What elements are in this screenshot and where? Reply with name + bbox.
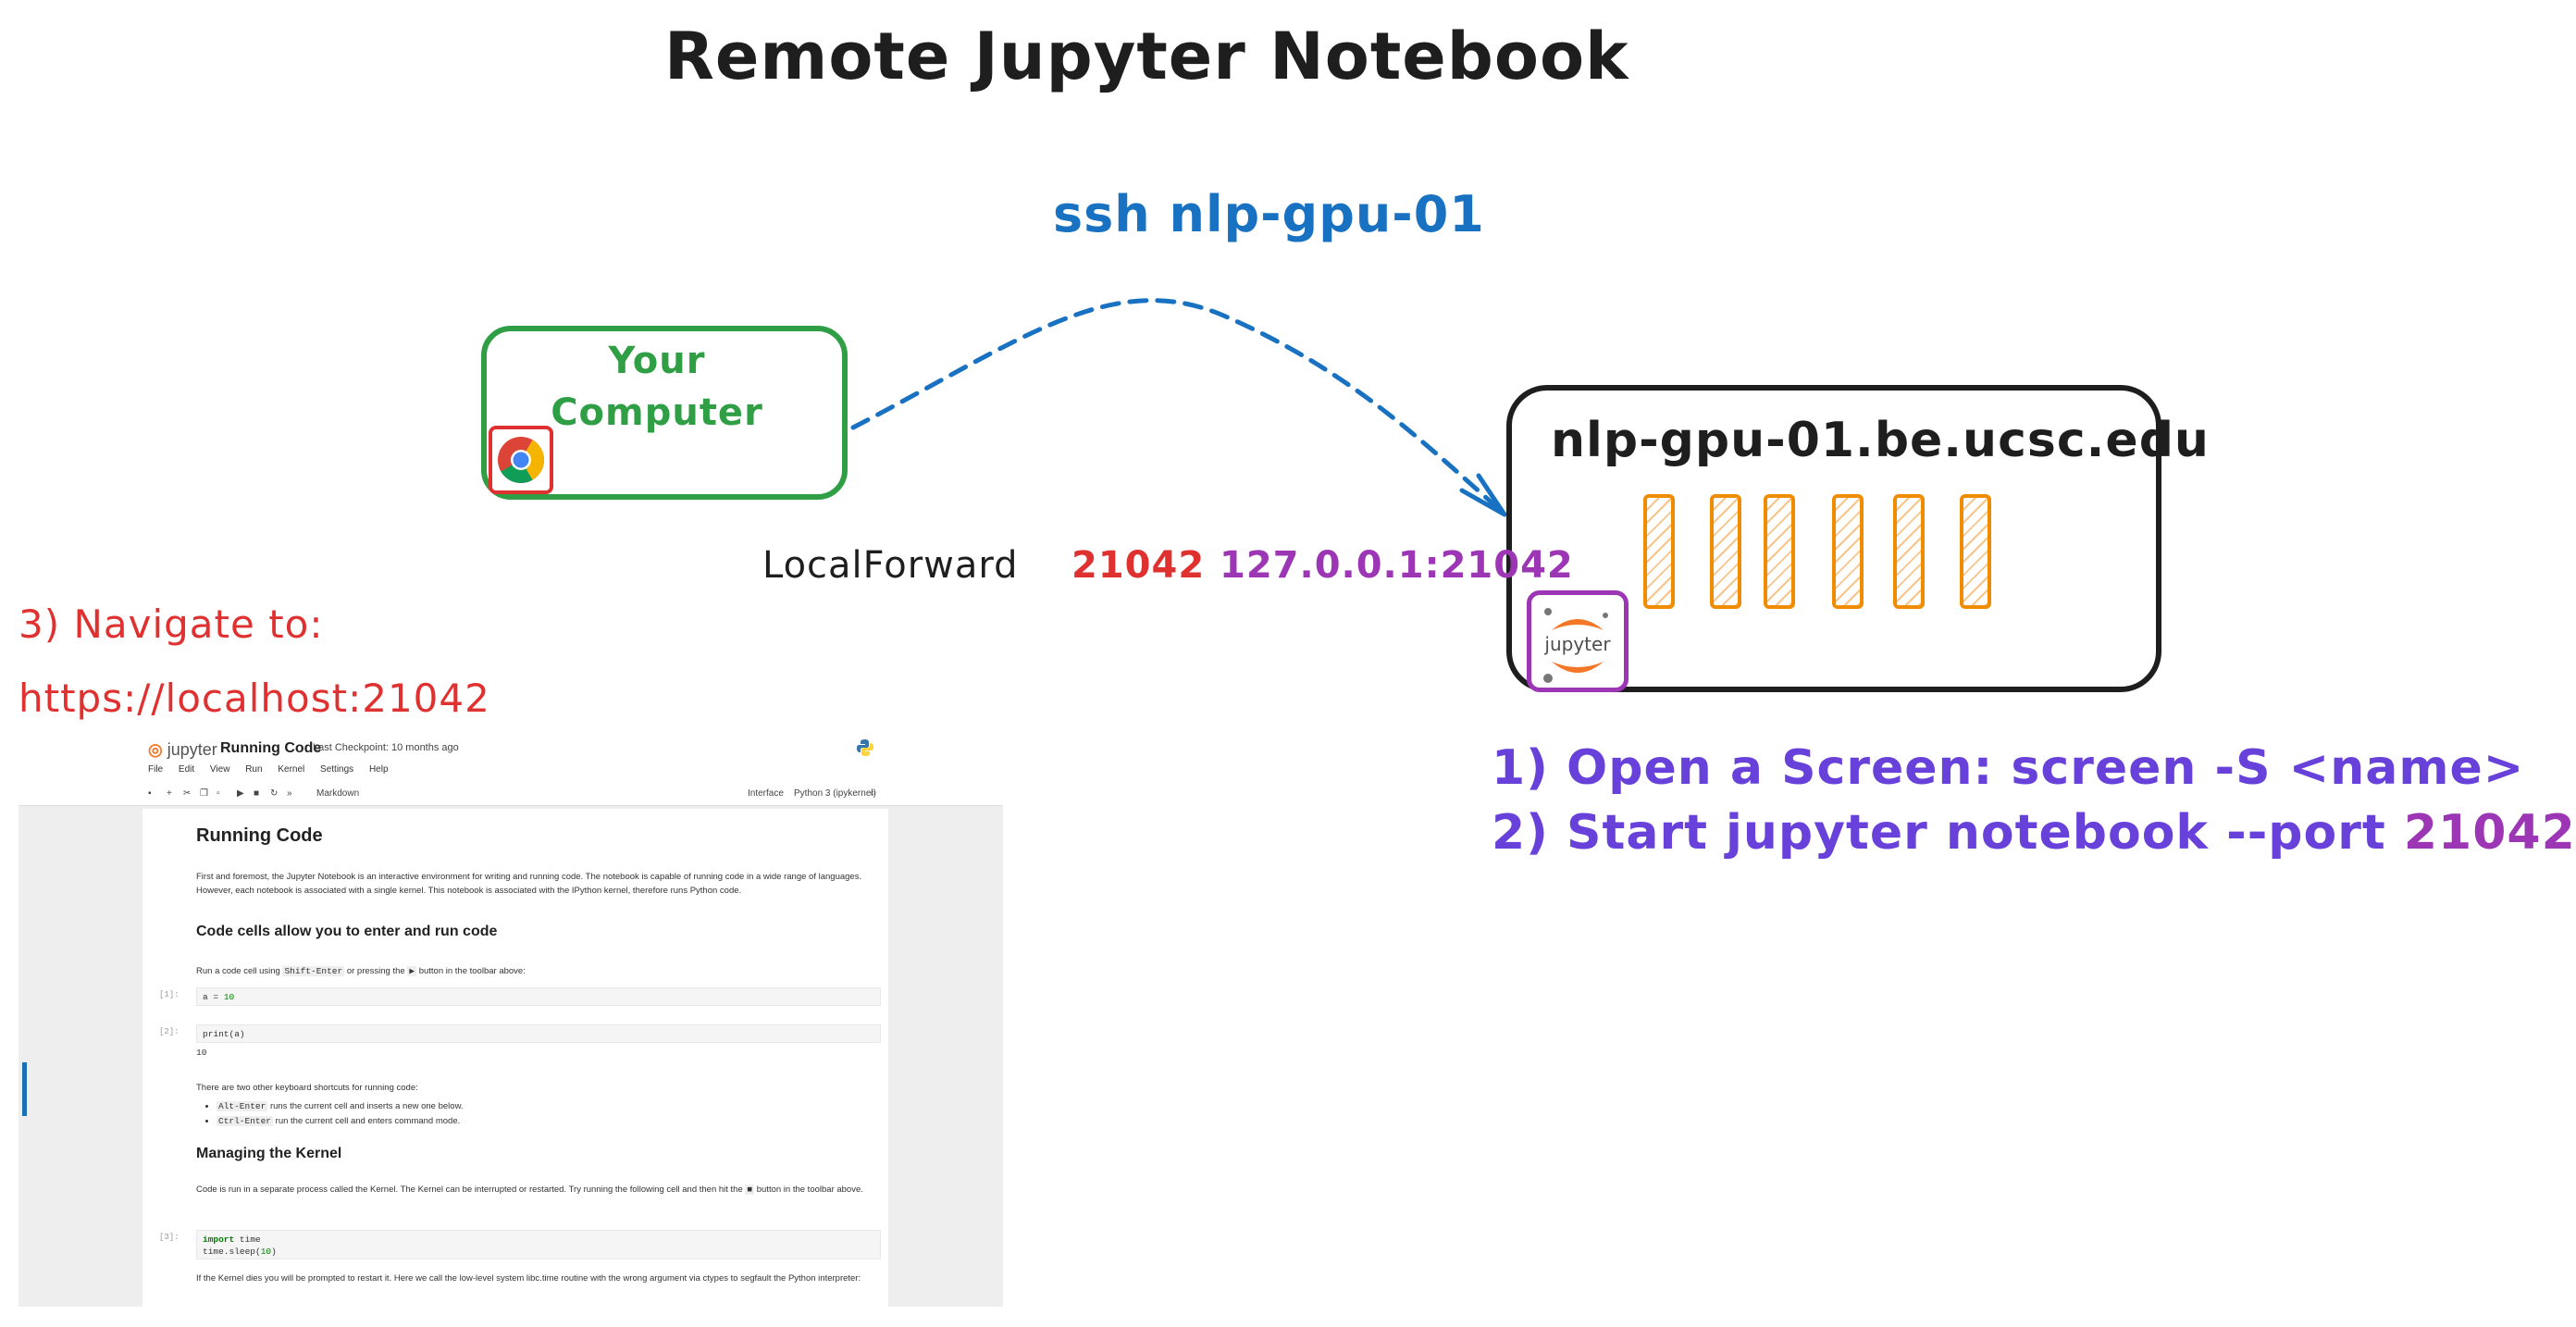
- notebook-menubar: File Edit View Run Kernel Settings Help: [148, 764, 402, 775]
- kernel-status-icon: ○: [870, 788, 876, 799]
- shortcut-list: Alt-Enter runs the current cell and inse…: [196, 1099, 464, 1129]
- ctrl-enter-key: Ctrl-Enter: [217, 1116, 274, 1126]
- diagram-title: Remote Jupyter Notebook: [664, 19, 1629, 94]
- kernel-description: Code is run in a separate process called…: [196, 1183, 872, 1197]
- notebook-name[interactable]: Running Code: [220, 740, 322, 756]
- code-number: 10: [260, 1246, 272, 1257]
- notebook-logo: ◎ jupyter: [148, 740, 217, 759]
- code-text: time.sleep(: [203, 1246, 261, 1257]
- menu-view[interactable]: View: [209, 764, 230, 775]
- shortcuts-intro: There are two other keyboard shortcuts f…: [196, 1083, 418, 1093]
- code-line: time.sleep(10): [203, 1246, 874, 1258]
- code-keyword: import: [203, 1234, 235, 1245]
- code-text: time: [234, 1234, 261, 1245]
- list-item: Ctrl-Enter run the current cell and ente…: [217, 1114, 464, 1129]
- notebook-logo-text: jupyter: [167, 740, 217, 759]
- run-button-glyph: ▶: [407, 966, 417, 976]
- interface-switch[interactable]: Interface: [748, 788, 784, 799]
- notebook-checkpoint: Last Checkpoint: 10 months ago: [313, 742, 459, 753]
- code-cell[interactable]: print(a): [196, 1024, 881, 1043]
- run-text-2: or pressing the: [346, 966, 405, 976]
- jupyter-icon: jupyter: [1527, 590, 1629, 692]
- notebook-heading: Running Code: [196, 825, 323, 846]
- kernel-text-2: button in the toolbar above.: [756, 1184, 863, 1195]
- remote-server-box: [1506, 385, 2161, 692]
- navigate-step-label: 3) Navigate to:: [19, 601, 324, 647]
- menu-run[interactable]: Run: [245, 764, 263, 775]
- menu-edit[interactable]: Edit: [178, 764, 195, 775]
- cell-prompt: [3]:: [159, 1233, 180, 1242]
- notebook-intro: First and foremost, the Jupyter Notebook…: [196, 872, 862, 896]
- cell-prompt: [2]:: [159, 1027, 180, 1036]
- gpu-card: [1960, 494, 1991, 609]
- step-start-jupyter: 2) Start jupyter notebook --port 21042: [1492, 805, 2576, 861]
- jupyter-logo-graphic: jupyter: [1543, 608, 1611, 683]
- code-cell[interactable]: a = 10: [196, 987, 881, 1006]
- navigate-url: https://localhost:21042: [19, 676, 490, 721]
- cell-output: 10: [196, 1048, 207, 1058]
- local-forward-target: 127.0.0.1:21042: [1220, 544, 1574, 587]
- cell-prompt: [1]:: [159, 990, 180, 999]
- heading-kernel: Managing the Kernel: [196, 1146, 342, 1161]
- menu-settings[interactable]: Settings: [320, 764, 354, 775]
- selected-cell-indicator: [22, 1062, 27, 1116]
- server-hostname: nlp-gpu-01.be.ucsc.edu: [1551, 413, 2210, 468]
- local-forward-label: LocalForward: [762, 544, 1019, 587]
- cell-type-select[interactable]: Markdown: [316, 788, 360, 799]
- gpu-card: [1710, 494, 1741, 609]
- copy-icon[interactable]: ❐: [200, 788, 208, 799]
- add-cell-icon[interactable]: +: [167, 788, 172, 799]
- gpu-card: [1893, 494, 1925, 609]
- menu-file[interactable]: File: [148, 764, 164, 775]
- gpu-card: [1643, 494, 1675, 609]
- paste-icon[interactable]: ▫: [217, 788, 220, 799]
- shift-enter-key: Shift-Enter: [282, 966, 345, 976]
- local-forward-port: 21042: [1071, 544, 1206, 587]
- notebook-screenshot: ◎ jupyter Running Code Last Checkpoint: …: [19, 731, 1003, 1327]
- menu-kernel[interactable]: Kernel: [278, 764, 305, 775]
- step-start-jupyter-port: 21042: [2403, 805, 2576, 861]
- run-instructions: Run a code cell using Shift-Enter or pre…: [196, 964, 872, 978]
- restart-icon[interactable]: ↻: [270, 788, 279, 799]
- notebook-page: Running Code First and foremost, the Jup…: [142, 809, 888, 1327]
- shortcut-text: runs the current cell and inserts a new …: [269, 1101, 464, 1111]
- ssh-command-label: ssh nlp-gpu-01: [1053, 185, 1485, 243]
- chrome-icon: [489, 426, 553, 494]
- restart-description: If the Kernel dies you will be prompted …: [196, 1273, 861, 1284]
- list-item: Alt-Enter runs the current cell and inse…: [217, 1099, 464, 1114]
- run-icon[interactable]: ▶: [237, 788, 244, 799]
- code-text: ): [271, 1246, 277, 1257]
- kernel-text-1: Code is run in a separate process called…: [196, 1184, 743, 1195]
- run-text-3: button in the toolbar above:: [418, 966, 526, 976]
- run-text-1: Run a code cell using: [196, 966, 280, 976]
- menu-help[interactable]: Help: [368, 764, 389, 775]
- code-line: import time: [203, 1234, 874, 1246]
- step-start-jupyter-text: 2) Start jupyter notebook --port: [1492, 805, 2404, 861]
- cut-icon[interactable]: ✂: [183, 788, 192, 799]
- gpu-card: [1832, 494, 1864, 609]
- save-icon[interactable]: ▪: [148, 788, 152, 799]
- code-cell[interactable]: import time time.sleep(10): [196, 1230, 881, 1259]
- notebook-toolbar: ▪ + ✂ ❐ ▫ ▶ ■ ↻ » Markdown Interface Pyt…: [19, 785, 1003, 806]
- local-computer-box: [481, 326, 848, 500]
- alt-enter-key: Alt-Enter: [217, 1101, 268, 1111]
- stop-button-glyph: ■: [745, 1184, 755, 1195]
- chrome-icon-graphic: [498, 437, 544, 483]
- fast-forward-icon[interactable]: »: [287, 788, 292, 799]
- code-number: 10: [223, 992, 235, 1002]
- shortcut-text: run the current cell and enters command …: [275, 1116, 461, 1126]
- kernel-name[interactable]: Python 3 (ipykernel): [794, 788, 876, 799]
- jupyter-logo-text: jupyter: [1543, 633, 1611, 655]
- local-computer-label: Your Computer: [551, 340, 763, 434]
- gpu-card: [1764, 494, 1795, 609]
- heading-code-cells: Code cells allow you to enter and run co…: [196, 924, 498, 939]
- notebook-header: ◎ jupyter Running Code Last Checkpoint: …: [19, 731, 1003, 786]
- python-icon: [857, 739, 873, 756]
- stop-icon[interactable]: ■: [254, 788, 260, 799]
- step-open-screen: 1) Open a Screen: screen -S <name>: [1492, 740, 2525, 796]
- ssh-connection-arrow: [850, 298, 1507, 517]
- code-text: a =: [203, 992, 224, 1002]
